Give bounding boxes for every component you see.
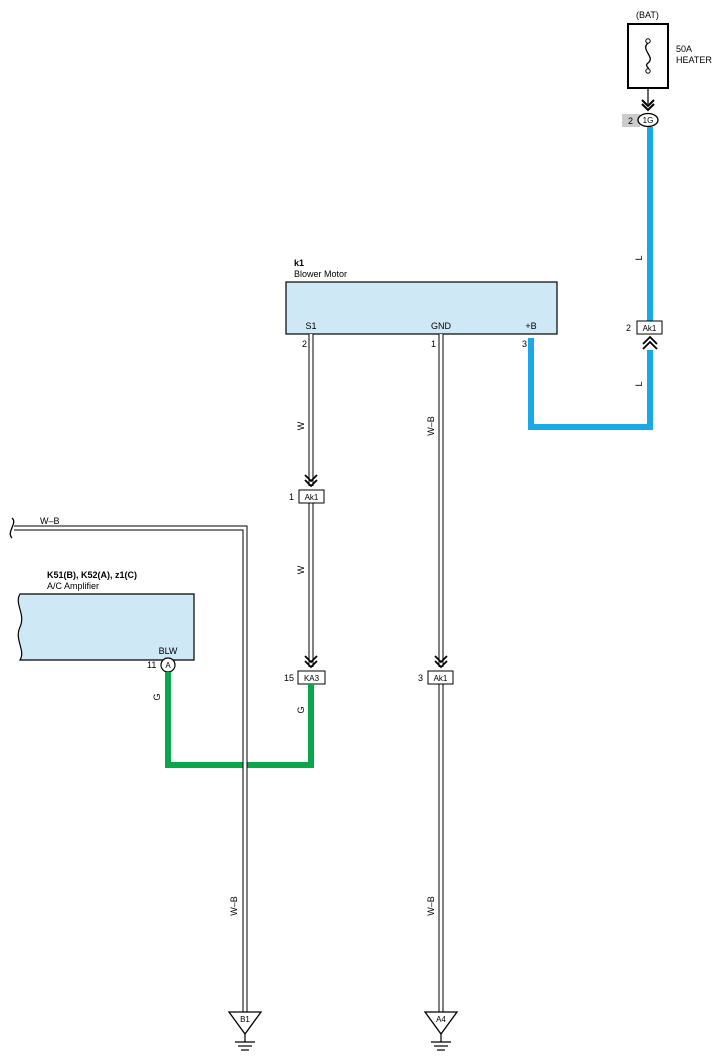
fuse-icon	[645, 38, 651, 74]
wire-l-label-lower: L	[634, 381, 644, 386]
wire-l-lower	[528, 338, 653, 430]
connector-arrow-icon	[434, 655, 448, 669]
amplifier-name: A/C Amplifier	[47, 581, 99, 591]
connector-arrow-icon	[642, 335, 658, 350]
connector-ak1-l	[636, 320, 663, 335]
fuse-name: HEATER	[676, 55, 712, 65]
connector-ka3-name: KA3	[304, 674, 320, 683]
amplifier-pin-number: 11	[147, 660, 156, 670]
wire-l-label-upper: L	[634, 255, 644, 260]
blower-motor-pin-s1-label: S1	[305, 321, 316, 331]
blower-motor-box	[285, 281, 558, 335]
connector-ak1-w-name: Ak1	[305, 493, 319, 502]
amplifier-box	[17, 593, 195, 661]
battery-source-label: (BAT)	[636, 10, 659, 20]
connector-1g-pin-bg	[622, 114, 640, 127]
blower-motor-pin-gnd-label: GND	[431, 321, 452, 331]
connector-ka3-pin: 15	[284, 673, 294, 683]
amplifier-code: K51(B), K52(A), z1(C)	[47, 570, 137, 580]
connector-ak1-w	[298, 489, 325, 504]
blower-motor-code: k1	[294, 258, 304, 268]
connector-1g-name: 1G	[643, 116, 654, 125]
amplifier-connector-letter: A	[165, 661, 171, 670]
fuse-box	[627, 23, 669, 89]
wire-wb-gnd-label-upper: W–B	[426, 416, 436, 436]
wire-w-label-upper: W	[296, 421, 306, 430]
blower-motor-name: Blower Motor	[294, 269, 347, 279]
connector-1g-shape	[637, 112, 659, 128]
connector-ak1-gnd-pin: 3	[418, 673, 423, 683]
wire-g-label-right: G	[296, 706, 306, 713]
ground-b1-triangle	[227, 1011, 263, 1036]
connector-ak1-gnd	[427, 670, 454, 685]
fuse-rating: 50A	[676, 44, 692, 54]
amplifier-pin-label: BLW	[159, 646, 178, 656]
blower-motor-pin-b-number: 3	[522, 339, 527, 349]
wire-wb-left-label-top: W–B	[40, 516, 60, 526]
wire-g	[165, 672, 314, 768]
ground-icon	[431, 1034, 451, 1051]
connector-ak1-l-pin: 2	[626, 323, 631, 333]
ground-icon	[235, 1034, 255, 1051]
blower-motor-pin-gnd-number: 1	[431, 339, 436, 349]
connector-arrow-icon	[641, 99, 655, 112]
ground-a4-triangle	[423, 1011, 459, 1036]
ground-a4-label: A4	[436, 1015, 446, 1024]
connector-arrow-icon	[304, 474, 318, 488]
wire-wb-left	[14, 525, 248, 1012]
connector-ak1-w-pin: 1	[289, 492, 294, 502]
wire-g-label-left: G	[152, 693, 162, 700]
wire-wb-gnd-label-lower: W–B	[426, 896, 436, 916]
blower-motor-pin-s1-number: 2	[302, 339, 307, 349]
connector-ak1-l-name: Ak1	[643, 324, 657, 333]
connector-arrow-icon	[304, 655, 318, 669]
connector-1g-pin: 2	[628, 116, 633, 126]
wire-break-icon	[9, 517, 15, 539]
connector-ak1-gnd-name: Ak1	[434, 674, 448, 683]
ground-b1-label: B1	[240, 1015, 250, 1024]
blower-motor-pin-b-label: +B	[525, 321, 536, 331]
wire-w-label-lower: W	[296, 565, 306, 574]
wire-wb-left-label-lower: W–B	[229, 896, 239, 916]
